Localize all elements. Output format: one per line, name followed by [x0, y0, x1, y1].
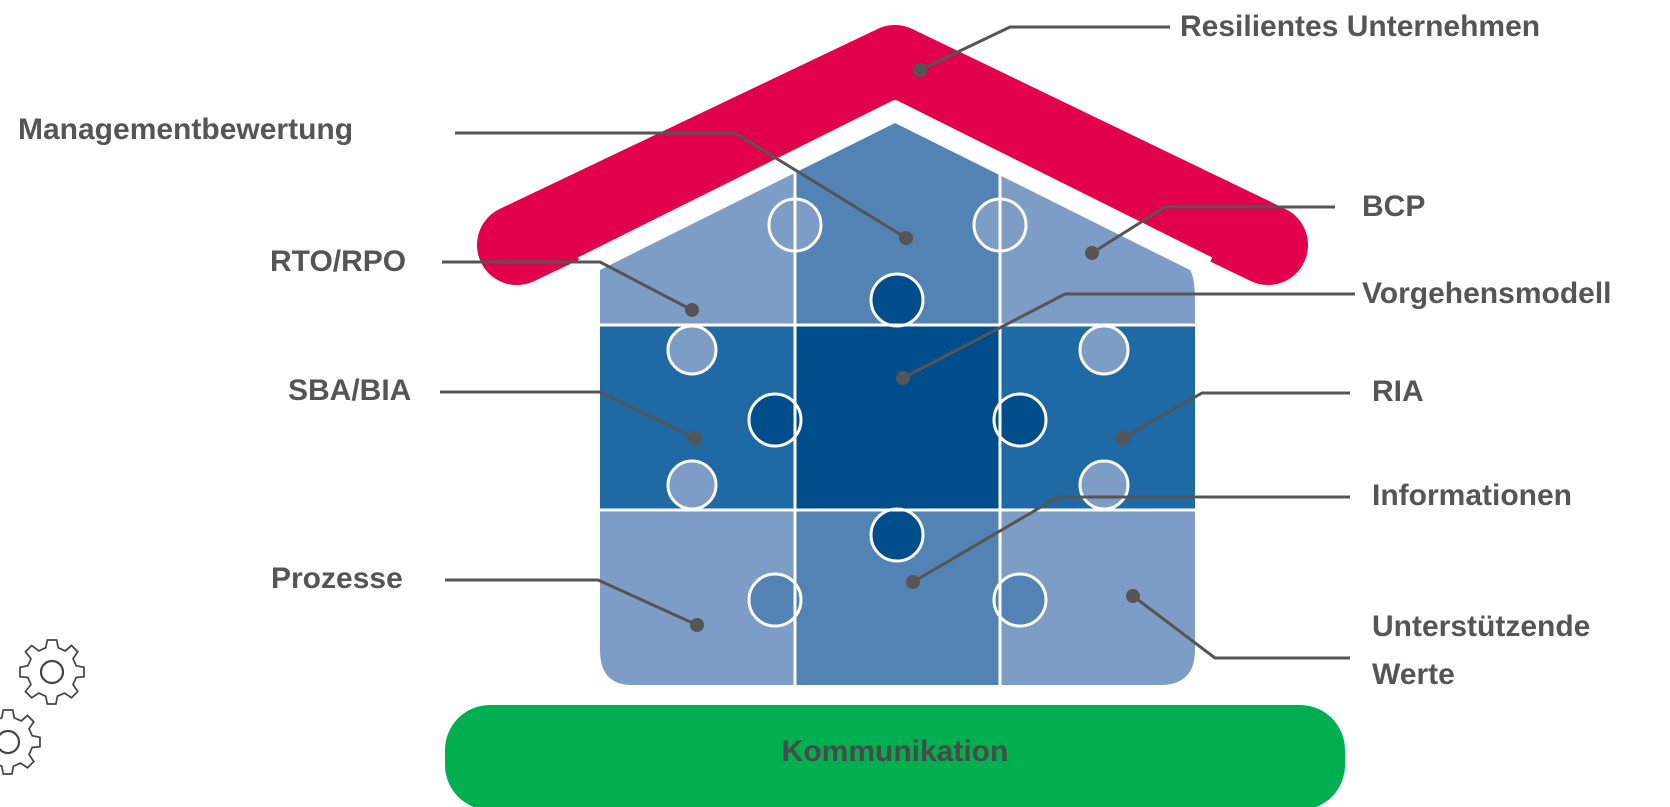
dot-middle-right: [1116, 431, 1130, 445]
foundation-bar: [445, 705, 1345, 807]
label-top-left: RTO/RPO: [270, 245, 407, 278]
dot-bottom-left: [690, 618, 704, 632]
leader-middle-left: [440, 390, 696, 440]
label-top-center: Managementbewertung: [18, 113, 354, 146]
leader-top-left: [442, 260, 693, 312]
knob-ml-to-mc: [747, 392, 803, 448]
knob-mc-to-bc: [869, 507, 925, 563]
label-bottom-right-line2: Werte: [1372, 658, 1455, 691]
knob-bc-to-br: [992, 572, 1048, 628]
label-roof: Resilientes Unternehmen: [1180, 10, 1541, 43]
label-bottom-center: Informationen: [1372, 479, 1572, 512]
leader-bottom-left: [445, 578, 698, 627]
piece-middle-center: [795, 325, 1000, 510]
knob-mc-to-tc: [869, 272, 925, 328]
dot-top-left: [685, 303, 699, 317]
label-middle-left: SBA/BIA: [288, 374, 412, 407]
knob-mr-to-mc: [992, 392, 1048, 448]
gears-icon: [0, 639, 85, 775]
label-middle-right: RIA: [1372, 375, 1424, 408]
leader-middle-center: [902, 292, 1355, 380]
dot-middle-left: [688, 431, 702, 445]
roof: [477, 25, 1308, 285]
leader-roof: [919, 25, 1170, 72]
label-top-right: BCP: [1362, 190, 1426, 223]
knob-tr-to-mr: [1078, 324, 1130, 376]
label-middle-center: Vorgehensmodell: [1362, 277, 1612, 310]
leader-bottom-center: [912, 495, 1350, 584]
dot-top-right: [1085, 246, 1099, 260]
knob-bl-to-ml: [666, 459, 718, 511]
dot-bottom-center: [906, 575, 920, 589]
label-foundation: Kommunikation: [781, 735, 1009, 768]
knob-tl-to-ml: [666, 324, 718, 376]
leader-middle-right: [1122, 391, 1350, 440]
puzzle-house: [600, 123, 1195, 685]
knob-bc-to-bl: [747, 572, 803, 628]
dot-middle-center: [896, 371, 910, 385]
leader-top-right: [1091, 205, 1335, 255]
knob-br-to-mr: [1078, 459, 1130, 511]
dot-top-center: [899, 231, 913, 245]
leader-top-center: [455, 131, 907, 240]
dot-roof: [913, 63, 927, 77]
dot-bottom-right: [1126, 589, 1140, 603]
label-bottom-left: Prozesse: [271, 562, 403, 595]
leader-bottom-right: [1132, 594, 1350, 660]
label-bottom-right-line1: Unterstützende: [1372, 610, 1591, 643]
